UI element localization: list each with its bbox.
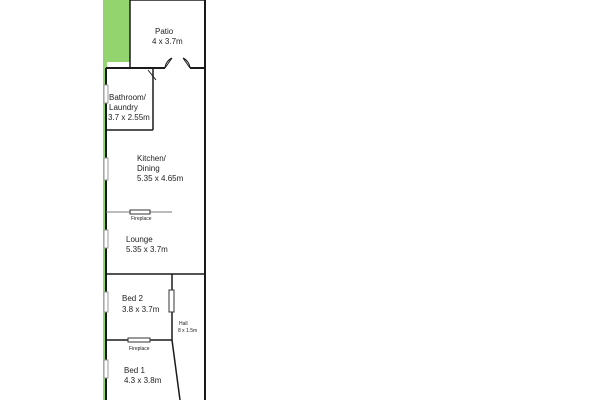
room-patio-name: Patio bbox=[155, 27, 174, 36]
patio-door-swing-right bbox=[182, 57, 191, 69]
fireplace-lower-label: Fireplace bbox=[129, 346, 150, 352]
window-lounge bbox=[103, 229, 109, 249]
window-bed1 bbox=[103, 359, 109, 379]
room-lounge-name: Lounge bbox=[126, 235, 153, 244]
room-bathroom-name: Bathroom/ Laundry bbox=[109, 93, 146, 112]
fireplace-upper-symbol bbox=[129, 209, 151, 215]
room-bed2-size: 3.8 x 3.7m bbox=[122, 305, 160, 314]
room-kitchen-name: Kitchen/ Dining bbox=[137, 154, 166, 173]
garden-area-top bbox=[103, 0, 130, 25]
window-kitchen bbox=[103, 157, 109, 181]
garden-area-corner bbox=[107, 25, 130, 62]
patio-door-swing-left bbox=[164, 57, 173, 69]
room-bed1-size: 4.3 x 3.8m bbox=[124, 376, 162, 385]
hall-cupboard bbox=[168, 289, 175, 313]
room-lounge-size: 5.35 x 3.7m bbox=[126, 245, 168, 254]
room-bathroom-size: 3.7 x 2.55m bbox=[108, 113, 150, 122]
bed1-wall-right bbox=[171, 339, 181, 400]
room-kitchen-size: 5.35 x 4.65m bbox=[137, 174, 184, 183]
fireplace-lower-symbol bbox=[127, 337, 151, 343]
room-hall-name: Hall bbox=[179, 321, 188, 327]
window-bed2 bbox=[103, 291, 109, 313]
room-patio-size: 4 x 3.7m bbox=[152, 37, 183, 46]
room-bed2-name: Bed 2 bbox=[122, 294, 143, 303]
room-bed1-name: Bed 1 bbox=[124, 366, 145, 375]
bathroom-door-swing bbox=[147, 69, 157, 81]
window-bathroom bbox=[103, 84, 109, 104]
room-hall-size: 8 x 1.5m bbox=[178, 328, 198, 334]
fireplace-upper-label: Fireplace bbox=[131, 216, 152, 222]
